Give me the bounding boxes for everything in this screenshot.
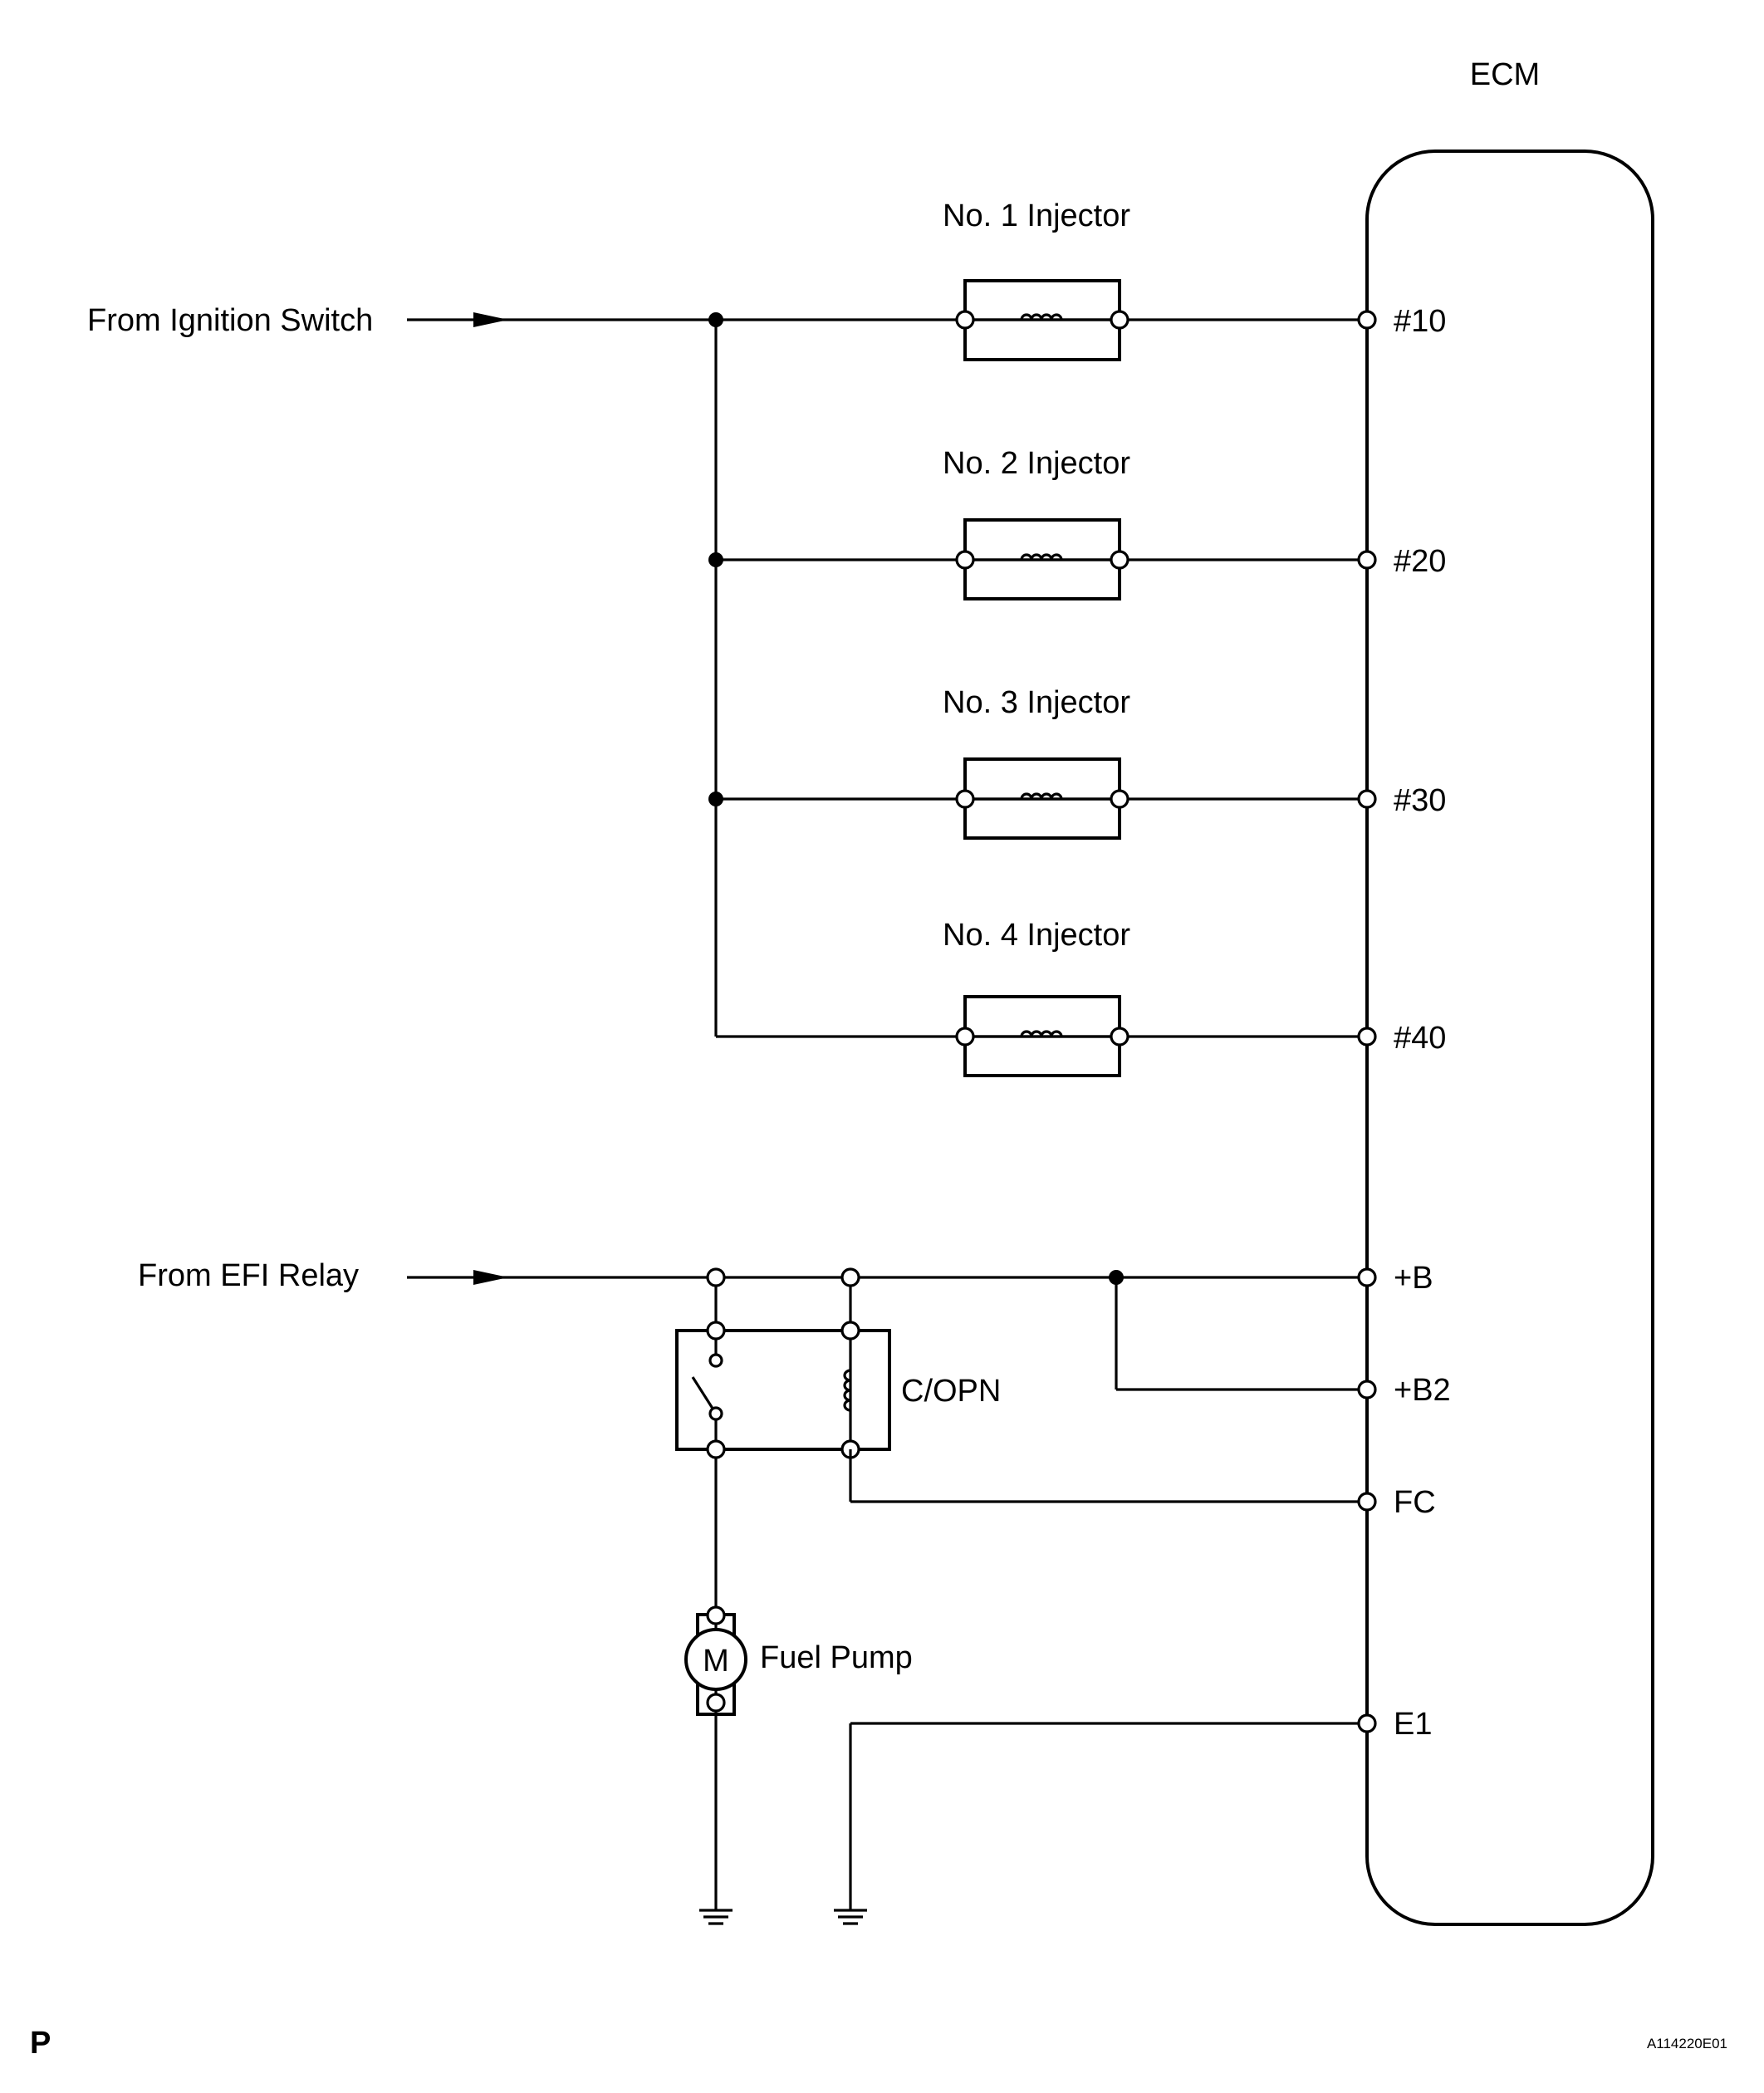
efi-input-label: From EFI Relay	[138, 1258, 359, 1293]
efi-arrow-icon	[473, 1270, 508, 1285]
ground-icon	[834, 1909, 867, 1925]
ecm-title: ECM	[1470, 57, 1540, 92]
fuel-pump-label: Fuel Pump	[760, 1640, 913, 1675]
injector-1: No. 1 Injector	[943, 199, 1130, 361]
pin-10: #10	[1394, 304, 1446, 339]
injector-2-label: No. 2 Injector	[943, 446, 1130, 481]
injector-2: No. 2 Injector	[943, 446, 1130, 600]
pin-b2: +B2	[1394, 1373, 1451, 1408]
pin-e1: E1	[1394, 1707, 1432, 1742]
injector-1-label: No. 1 Injector	[943, 199, 1130, 233]
fuel-pump: M Fuel Pump	[684, 1605, 913, 1716]
pin-b: +B	[1394, 1261, 1433, 1296]
coil-icon	[1020, 1030, 1063, 1037]
footer-left: P	[30, 2026, 51, 2061]
injector-3-label: No. 3 Injector	[943, 685, 1130, 720]
junction-dot	[708, 312, 723, 327]
relay-coil-icon	[843, 1369, 851, 1412]
ignition-input-label: From Ignition Switch	[87, 303, 373, 338]
junction-dot	[708, 552, 723, 567]
coil-icon	[1020, 792, 1063, 800]
junction-dot	[708, 792, 723, 806]
figure-code: A114220E01	[1647, 2036, 1727, 2051]
pin-40: #40	[1394, 1021, 1446, 1056]
ground-icon	[699, 1909, 733, 1925]
relay-switch-icon	[691, 1376, 718, 1414]
ignition-arrow-icon	[473, 312, 508, 327]
injector-4: No. 4 Injector	[943, 918, 1130, 1077]
coil-icon	[1020, 313, 1063, 321]
coil-icon	[1020, 553, 1063, 561]
pin-20: #20	[1394, 544, 1446, 579]
relay-label: C/OPN	[901, 1374, 1001, 1409]
pin-30: #30	[1394, 783, 1446, 818]
pin-fc: FC	[1394, 1485, 1436, 1520]
motor-icon	[684, 1628, 747, 1691]
injector-4-label: No. 4 Injector	[943, 918, 1130, 953]
copn-relay: C/OPN	[675, 1267, 1001, 1910]
motor-symbol: M	[703, 1644, 729, 1679]
injector-3: No. 3 Injector	[943, 685, 1130, 840]
